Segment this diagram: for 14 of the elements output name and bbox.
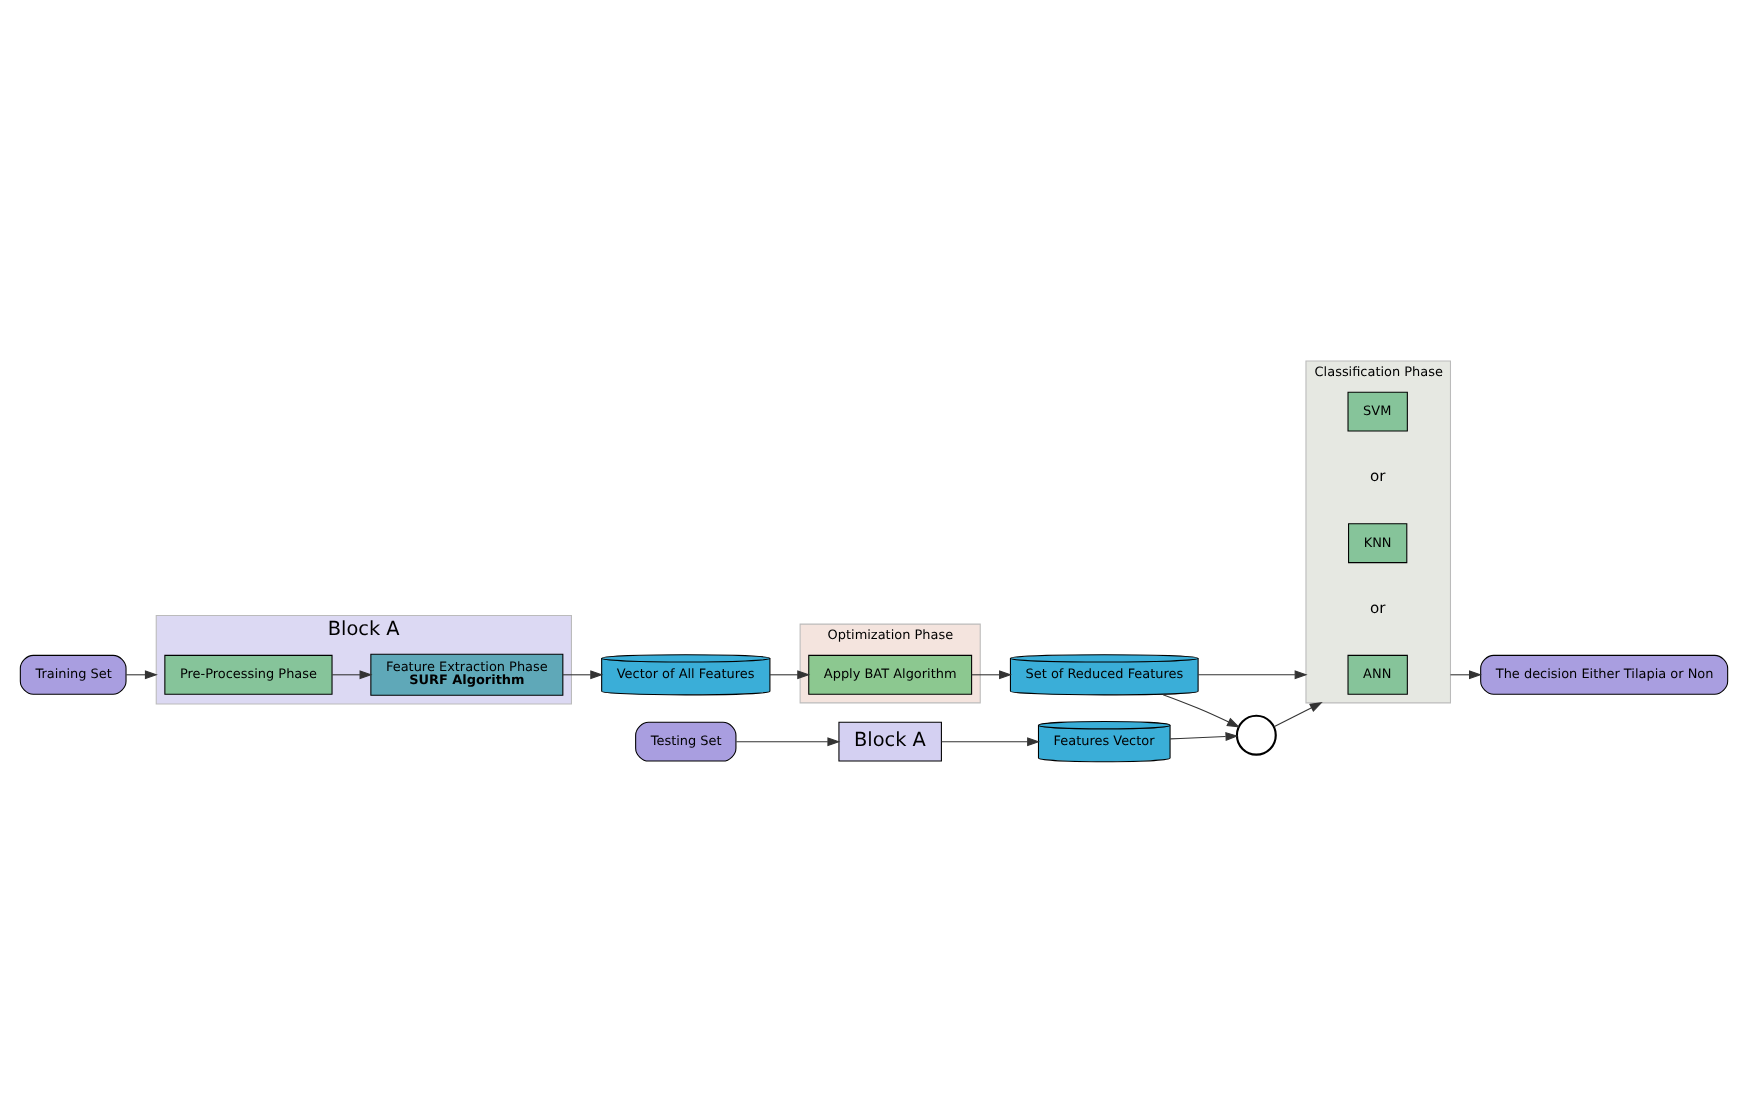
arrow	[971, 670, 1013, 680]
arrow	[1162, 694, 1240, 728]
arrow	[1169, 731, 1239, 741]
arrow	[940, 737, 1041, 747]
arrow	[331, 670, 373, 680]
arrow	[769, 670, 811, 680]
arrow	[1273, 702, 1323, 728]
arrow	[1197, 670, 1308, 680]
arrow	[125, 670, 158, 680]
arrow	[1449, 670, 1482, 680]
node-circle	[1235, 714, 1277, 756]
node-box: Block A	[838, 721, 942, 762]
arrow	[562, 670, 604, 680]
arrow	[735, 737, 841, 747]
